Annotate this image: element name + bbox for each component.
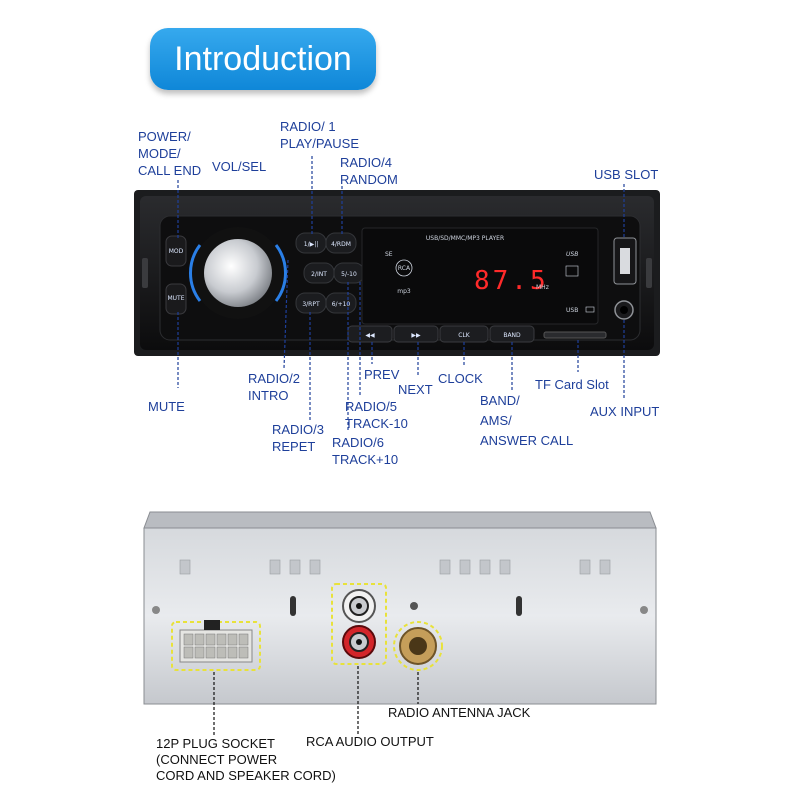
mute-label: MUTE bbox=[148, 399, 185, 414]
rear-leaders bbox=[213, 666, 419, 736]
next-label: NEXT bbox=[398, 382, 433, 397]
mhz-unit: MHz bbox=[536, 284, 549, 291]
svg-text:5/-10: 5/-10 bbox=[341, 271, 357, 278]
radio2-label: RADIO/2 INTRO bbox=[248, 371, 301, 403]
lcd-display bbox=[361, 227, 599, 325]
band-label: BAND/ AMS/ ANSWER CALL bbox=[480, 393, 574, 448]
radio4-label: RADIO/4 RANDOM bbox=[340, 155, 398, 187]
prev-label: PREV bbox=[364, 367, 400, 382]
svg-text:1/▶||: 1/▶|| bbox=[304, 241, 319, 248]
bottom-buttons: ◀◀ ▶▶ CLK BAND bbox=[347, 325, 607, 343]
radio1-label: RADIO/ 1 PLAY/PAUSE bbox=[280, 119, 359, 151]
rca-highlight bbox=[331, 583, 387, 665]
usb-port bbox=[620, 248, 630, 274]
model-label: SE bbox=[385, 251, 393, 258]
signal-icon bbox=[565, 265, 579, 277]
plug-socket-label: 12P PLUG SOCKET (CONNECT POWER CORD AND … bbox=[156, 736, 336, 783]
svg-text:◀◀: ◀◀ bbox=[365, 332, 375, 339]
front-leaders bbox=[177, 156, 625, 432]
svg-text:CLK: CLK bbox=[458, 332, 471, 339]
number-buttons: 1/▶|| 4/RDM 2/INT 5/-10 3/RPT 6/+10 bbox=[295, 232, 365, 314]
mute-button-label: MUTE bbox=[167, 295, 184, 302]
mod-button-label: MOD bbox=[169, 248, 184, 255]
radio6-label: RADIO/6 TRACK+10 bbox=[332, 435, 399, 467]
svg-text:2/INT: 2/INT bbox=[311, 271, 327, 278]
front-panel: MOD MUTE 1/▶|| 4/RDM 2/INT 5/-10 3/RPT 6… bbox=[134, 190, 660, 356]
battery-icon bbox=[585, 306, 595, 313]
svg-text:▶▶: ▶▶ bbox=[411, 332, 421, 339]
svg-text:4/RDM: 4/RDM bbox=[331, 241, 351, 248]
title-banner: Introduction bbox=[150, 28, 376, 90]
svg-text:6/+10: 6/+10 bbox=[332, 301, 351, 308]
mp3-logo: mp3 bbox=[397, 288, 411, 295]
tf-slot bbox=[543, 331, 607, 339]
vol-knob bbox=[204, 239, 272, 307]
usb-slot-label: USB SLOT bbox=[594, 167, 659, 182]
usb-indicator: USB bbox=[566, 307, 578, 314]
clock-label: CLOCK bbox=[438, 371, 483, 386]
rear-panel bbox=[143, 511, 657, 705]
svg-text:3/RPT: 3/RPT bbox=[302, 301, 320, 308]
player-label: USB/SD/MMC/MP3 PLAYER bbox=[426, 235, 504, 242]
radio5-label: RADIO/5 TRACK-10 bbox=[345, 399, 408, 431]
antenna-highlight bbox=[393, 621, 443, 671]
svg-text:USB: USB bbox=[566, 251, 578, 258]
rca-logo: RCA bbox=[398, 265, 411, 272]
plug-socket-highlight bbox=[171, 621, 261, 671]
tf-card-label: TF Card Slot bbox=[535, 377, 609, 392]
vol-sel-label: VOL/SEL bbox=[212, 159, 267, 174]
antenna-jack-label: RADIO ANTENNA JACK bbox=[388, 705, 531, 720]
svg-text:BAND: BAND bbox=[503, 332, 521, 339]
rca-output-label: RCA AUDIO OUTPUT bbox=[306, 734, 434, 749]
frequency-readout: 87.5 bbox=[474, 266, 549, 296]
aux-input-label: AUX INPUT bbox=[590, 404, 660, 419]
radio3-label: RADIO/3 REPET bbox=[272, 422, 325, 454]
power-mode-label: POWER/ MODE/ CALL END bbox=[138, 129, 202, 178]
